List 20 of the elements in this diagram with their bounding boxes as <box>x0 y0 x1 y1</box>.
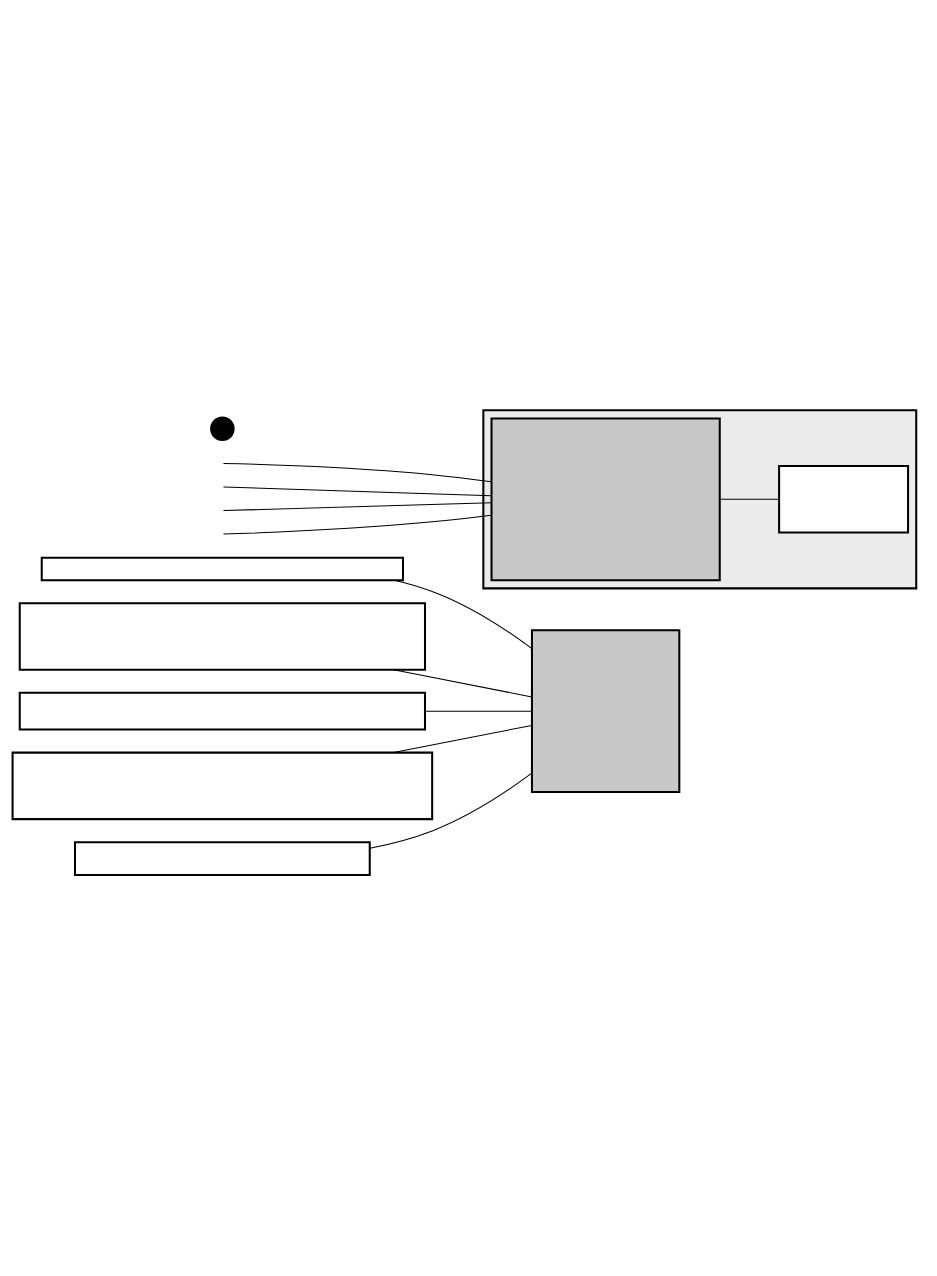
node-box <box>11 751 434 820</box>
connector <box>392 724 533 753</box>
connector <box>369 772 533 849</box>
connector <box>424 710 533 712</box>
node-box <box>18 691 427 731</box>
node-box <box>490 416 721 581</box>
connector <box>222 501 492 511</box>
node-circle <box>210 415 235 441</box>
connector <box>393 579 533 649</box>
connector <box>392 668 533 697</box>
node-box <box>73 840 371 876</box>
node-box <box>530 628 681 793</box>
node-box <box>778 464 910 534</box>
connector <box>719 498 780 500</box>
node-box <box>18 601 427 671</box>
node-box <box>40 556 405 581</box>
connector <box>222 514 492 535</box>
cluster <box>482 408 918 589</box>
connector <box>222 486 492 496</box>
connector <box>222 462 492 482</box>
